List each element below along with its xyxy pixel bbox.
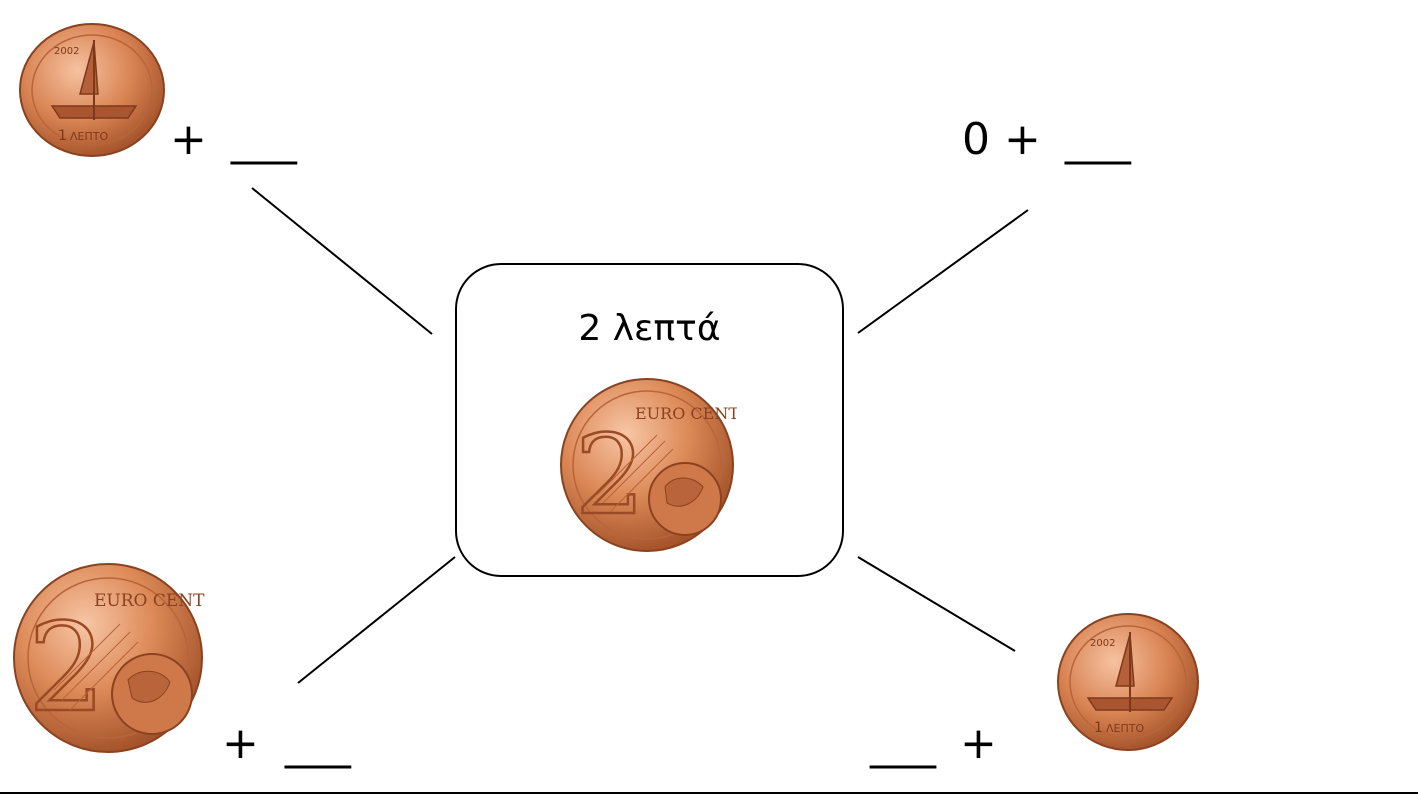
one-cent-coin-icon: 2002 1 ΛΕΠΤΟ bbox=[1057, 613, 1199, 751]
svg-text:1: 1 bbox=[58, 128, 67, 144]
connector-top-left bbox=[251, 187, 433, 335]
two-cent-coin-icon: 2 EURO CENT bbox=[13, 563, 205, 753]
plus-sign: + bbox=[170, 114, 207, 165]
answer-blank[interactable]: ___ bbox=[230, 114, 297, 165]
zero-plus: 0 + bbox=[962, 114, 1041, 165]
connector-bottom-left bbox=[297, 556, 456, 684]
svg-text:1: 1 bbox=[1094, 720, 1103, 736]
svg-text:2002: 2002 bbox=[1090, 638, 1115, 649]
one-cent-coin-icon: 2002 1 ΛΕΠΤΟ bbox=[19, 23, 165, 157]
center-box: 2 λεπτά 2 EURO CENT bbox=[455, 263, 844, 577]
top-right-expression: 0 + ___ bbox=[962, 118, 1131, 162]
plus-sign: + bbox=[222, 718, 259, 769]
svg-text:2: 2 bbox=[575, 411, 645, 539]
top-left-expression: + ___ bbox=[170, 118, 297, 162]
svg-text:EURO CENT: EURO CENT bbox=[635, 404, 737, 423]
answer-blank[interactable]: ___ bbox=[870, 718, 936, 769]
svg-text:ΛΕΠΤΟ: ΛΕΠΤΟ bbox=[1106, 722, 1144, 735]
plus-sign: + bbox=[960, 718, 997, 769]
answer-blank[interactable]: ___ bbox=[284, 718, 351, 769]
connector-top-right bbox=[857, 209, 1029, 334]
answer-blank[interactable]: ___ bbox=[1064, 114, 1131, 165]
bottom-right-expression: ___ + bbox=[870, 722, 997, 766]
bottom-left-expression: + ___ bbox=[222, 722, 351, 766]
center-title: 2 λεπτά bbox=[578, 308, 721, 349]
svg-text:ΛΕΠΤΟ: ΛΕΠΤΟ bbox=[70, 130, 108, 143]
svg-text:2002: 2002 bbox=[54, 46, 79, 57]
connector-bottom-right bbox=[857, 556, 1016, 652]
two-cent-coin-icon: 2 EURO CENT bbox=[560, 378, 737, 552]
svg-text:EURO CENT: EURO CENT bbox=[94, 591, 205, 611]
